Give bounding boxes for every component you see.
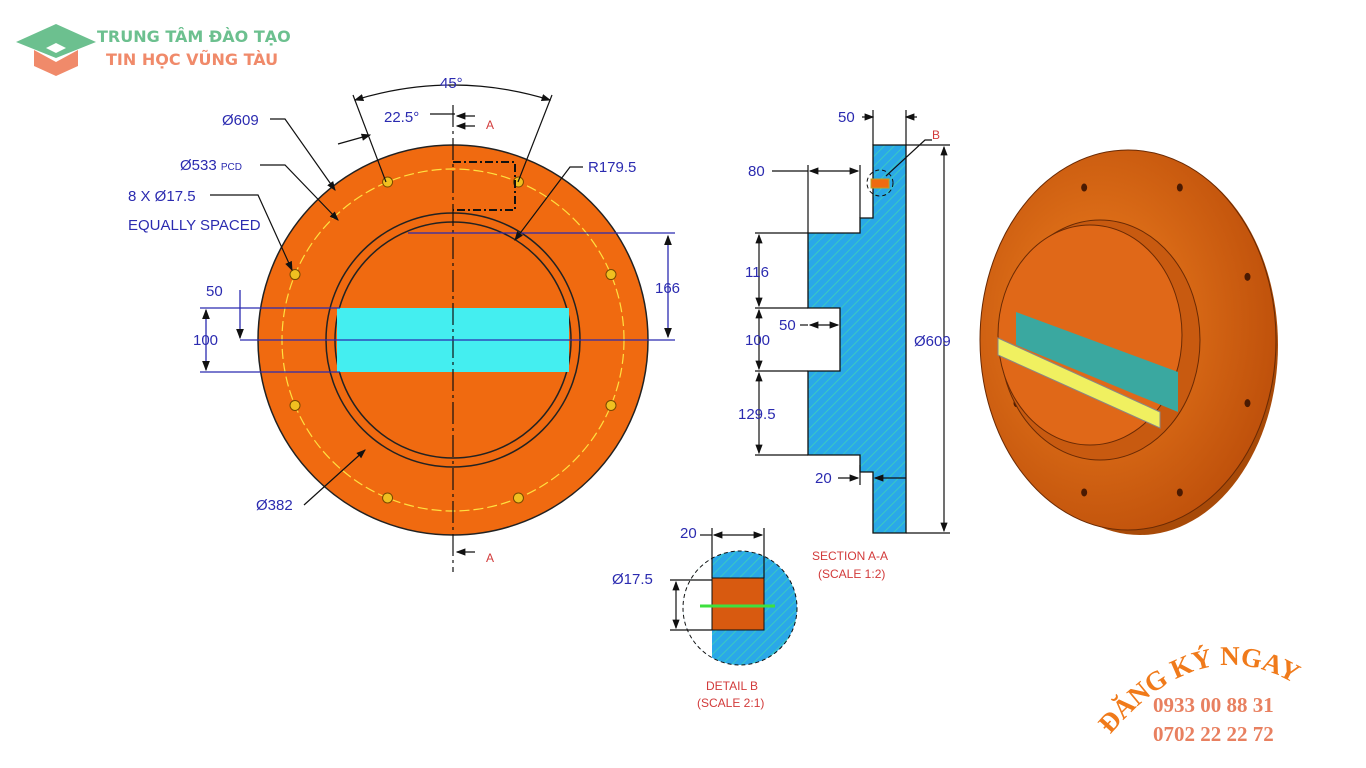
section-cut-box [453, 161, 516, 211]
isometric-view [979, 149, 1278, 535]
detail-b-view: 20 Ø17.5 DETAIL B (SCALE 2:1) [612, 525, 798, 710]
bolt-hole [289, 399, 301, 411]
logo: TRUNG TÂM ĐÀO TẠO TIN HỌC VŨNG TÀU [16, 24, 291, 76]
section-view: 50 B 80 116 50 100 129.5 20 Ø609 SECTION… [738, 109, 951, 581]
section-mark-top: A [486, 118, 494, 132]
dia-inner-label: Ø382 [256, 497, 293, 514]
angle-45-label: 45° [440, 75, 463, 92]
promo: ĐĂNG KÝ NGAY 0933 00 88 31 0702 22 22 72 [1092, 641, 1305, 746]
dim-50-top: 50 [838, 109, 855, 126]
bolt-holes [289, 176, 617, 504]
radius-label: R179.5 [588, 159, 636, 176]
dim-80: 80 [748, 163, 765, 180]
phone-1: 0933 00 88 31 [1153, 693, 1274, 717]
dia-609: Ø609 [914, 333, 951, 350]
detail-dia: Ø17.5 [612, 571, 653, 588]
bolt-hole [605, 269, 617, 281]
holes-label: 8 X Ø17.5 [128, 188, 196, 205]
angle-22-label: 22.5° [384, 109, 419, 126]
section-mark-bottom: A [486, 551, 494, 565]
bolt-hole-3d [1176, 183, 1183, 192]
bolt-hole-3d [1176, 488, 1183, 497]
logo-line2: TIN HỌC VŨNG TÀU [106, 50, 278, 69]
detail-scale: (SCALE 2:1) [697, 696, 764, 710]
detail-title: DETAIL B [706, 679, 758, 693]
graduation-cap-icon [16, 24, 96, 76]
dim-50-slot: 50 [779, 317, 796, 334]
dim-100-label: 100 [193, 332, 218, 349]
bolt-hole [605, 399, 617, 411]
dia-pcd-label: Ø533 PCD [180, 157, 242, 174]
detail-dim-20: 20 [680, 525, 697, 542]
dim-50-label: 50 [206, 283, 223, 300]
logo-line1: TRUNG TÂM ĐÀO TẠO [97, 27, 291, 46]
dim-20: 20 [815, 470, 832, 487]
phone-2: 0702 22 22 72 [1153, 722, 1274, 746]
bolt-hole-3d [1081, 183, 1088, 192]
bolt-hole-3d [1081, 488, 1088, 497]
dim-129: 129.5 [738, 406, 776, 423]
bolt-hole [512, 492, 524, 504]
equally-spaced-label: EQUALLY SPACED [128, 217, 261, 234]
detail-b-circle [866, 169, 894, 197]
bolt-hole-3d [1244, 272, 1251, 281]
detail-mark-b: B [932, 128, 940, 142]
section-title: SECTION A-A [812, 549, 888, 563]
section-scale: (SCALE 1:2) [818, 567, 885, 581]
dim-116: 116 [745, 264, 769, 281]
front-view: 45° 22.5° A A Ø609 Ø533 PCD 8 X Ø17.5 EQ… [128, 75, 680, 572]
dim-166-label: 166 [655, 280, 680, 297]
bolt-hole-3d [1244, 399, 1251, 408]
bolt-hole [382, 492, 394, 504]
bolt-hole [289, 269, 301, 281]
dim-100: 100 [745, 332, 770, 349]
dia-outer-label: Ø609 [222, 112, 259, 129]
